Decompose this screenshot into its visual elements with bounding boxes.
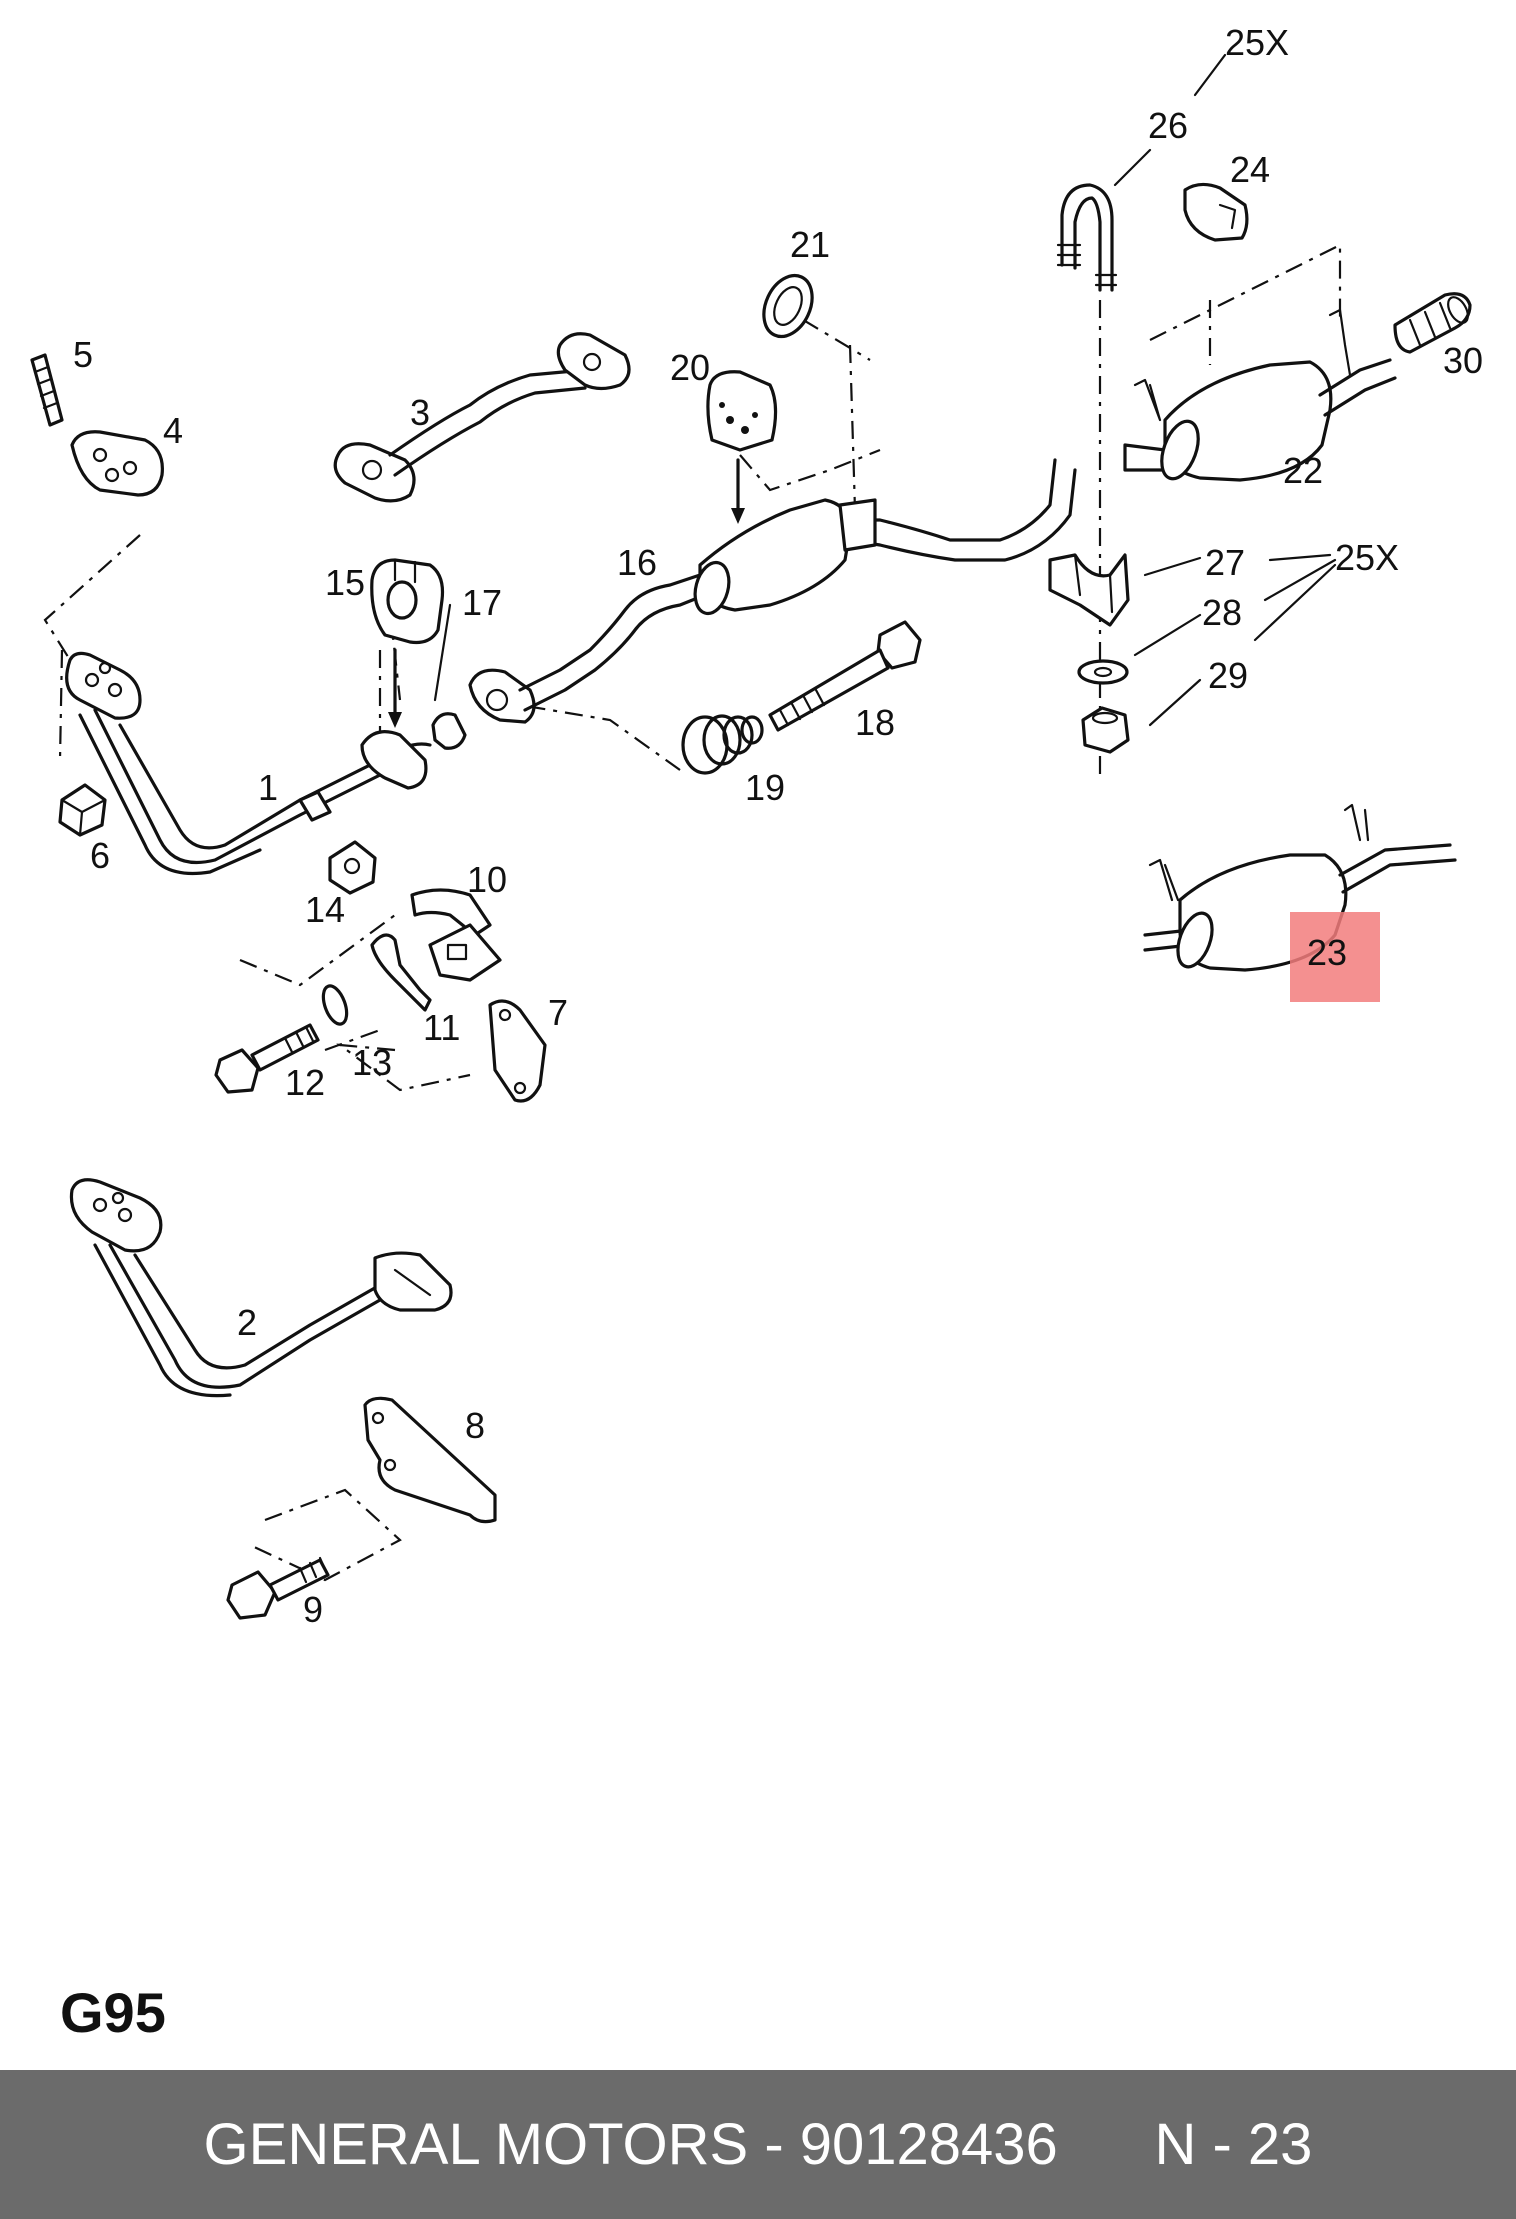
- callout-30: 30: [1443, 340, 1483, 381]
- callout-29: 29: [1208, 655, 1248, 696]
- callout-24: 24: [1230, 149, 1270, 190]
- callout-10: 10: [467, 859, 507, 900]
- callout-6: 6: [90, 835, 110, 876]
- callout-5: 5: [73, 334, 93, 375]
- part-10-11-clamp: [370, 888, 502, 1012]
- part-17-clip: [431, 712, 467, 750]
- part-9-bolt: [226, 1556, 330, 1620]
- diagram-canvas: 1 2 3 4 5 6 7 8 9 10 11 12 13 14 15 16 1…: [30, 22, 1483, 1630]
- callout-15: 15: [325, 562, 365, 603]
- footer-separator: -: [748, 2112, 800, 2177]
- exhaust-parts-diagram: 1 2 3 4 5 6 7 8 9 10 11 12 13 14 15 16 1…: [30, 22, 1483, 1630]
- part-26-u-bolt: [1056, 183, 1118, 292]
- callout-26: 26: [1148, 105, 1188, 146]
- callout-19: 19: [745, 767, 785, 808]
- part-16-centre-silencer: [360, 458, 1077, 790]
- part-2-front-pipe: [69, 1178, 453, 1398]
- part-24-rubber-bushing: [1183, 182, 1249, 242]
- callout-9: 9: [303, 1589, 323, 1630]
- callout-23: 23: [1307, 932, 1347, 973]
- callout-labels: 1 2 3 4 5 6 7 8 9 10 11 12 13 14 15 16 1…: [73, 22, 1483, 1630]
- part-3-pipe: [333, 332, 631, 503]
- footer-position: N - 23: [1154, 2112, 1313, 2177]
- callout-8: 8: [465, 1405, 485, 1446]
- part-8-bracket: [363, 1396, 497, 1524]
- footer-brand: GENERAL MOTORS: [203, 2112, 749, 2177]
- part-23-rear-silencer: [1143, 803, 1457, 1002]
- callout-1: 1: [258, 767, 278, 808]
- callout-7: 7: [548, 992, 568, 1033]
- callout-12: 12: [285, 1062, 325, 1103]
- callout-11: 11: [423, 1007, 460, 1048]
- diagram-code-label: G95: [60, 1981, 166, 2044]
- arrow-15-head: [388, 712, 402, 728]
- callout-28: 28: [1202, 592, 1242, 633]
- part-22-rear-silencer: [1123, 308, 1397, 482]
- footer-bar: GENERAL MOTORS - 90128436 N - 23: [0, 2070, 1516, 2219]
- callout-3: 3: [410, 392, 430, 433]
- part-13-washer: [321, 984, 349, 1026]
- part-28-washer: [1077, 659, 1129, 685]
- part-15-rubber-mount: [370, 558, 445, 645]
- callout-leaders: [433, 53, 1337, 727]
- callout-17: 17: [462, 582, 502, 623]
- part-23-highlight: [1290, 912, 1380, 1002]
- callout-25x-top: 25X: [1225, 22, 1289, 63]
- footer-part-number: 90128436: [799, 2112, 1058, 2177]
- callout-14: 14: [305, 889, 345, 930]
- part-20-rubber-block: [706, 370, 778, 452]
- part-6-nut: [58, 783, 107, 837]
- part-5-stud: [30, 353, 64, 427]
- part-12-bolt: [214, 1023, 320, 1094]
- callout-18: 18: [855, 702, 895, 743]
- callout-4: 4: [163, 410, 183, 451]
- callout-21: 21: [790, 224, 830, 265]
- part-27-clamp-saddle: [1048, 553, 1130, 627]
- part-30-sleeve: [1393, 292, 1472, 354]
- callout-25x-mid: 25X: [1335, 537, 1399, 578]
- part-19-spring: [681, 714, 764, 775]
- part-4-gasket: [70, 430, 164, 497]
- callout-22: 22: [1283, 450, 1323, 491]
- part-7-bracket: [488, 999, 547, 1103]
- callout-20: 20: [670, 347, 710, 388]
- callout-27: 27: [1205, 542, 1245, 583]
- part-1-front-pipe: [65, 651, 392, 876]
- arrow-20-head: [731, 508, 745, 524]
- footer-gap: [1058, 2111, 1155, 2178]
- callout-16: 16: [617, 542, 657, 583]
- part-14-nut: [328, 840, 377, 895]
- part-21-ring: [762, 273, 814, 339]
- callout-2: 2: [237, 1302, 257, 1343]
- assembly-dash-lines: [43, 243, 1342, 1582]
- part-18-bolt: [768, 620, 922, 732]
- part-29-nut: [1081, 706, 1130, 754]
- callout-13: 13: [352, 1042, 392, 1083]
